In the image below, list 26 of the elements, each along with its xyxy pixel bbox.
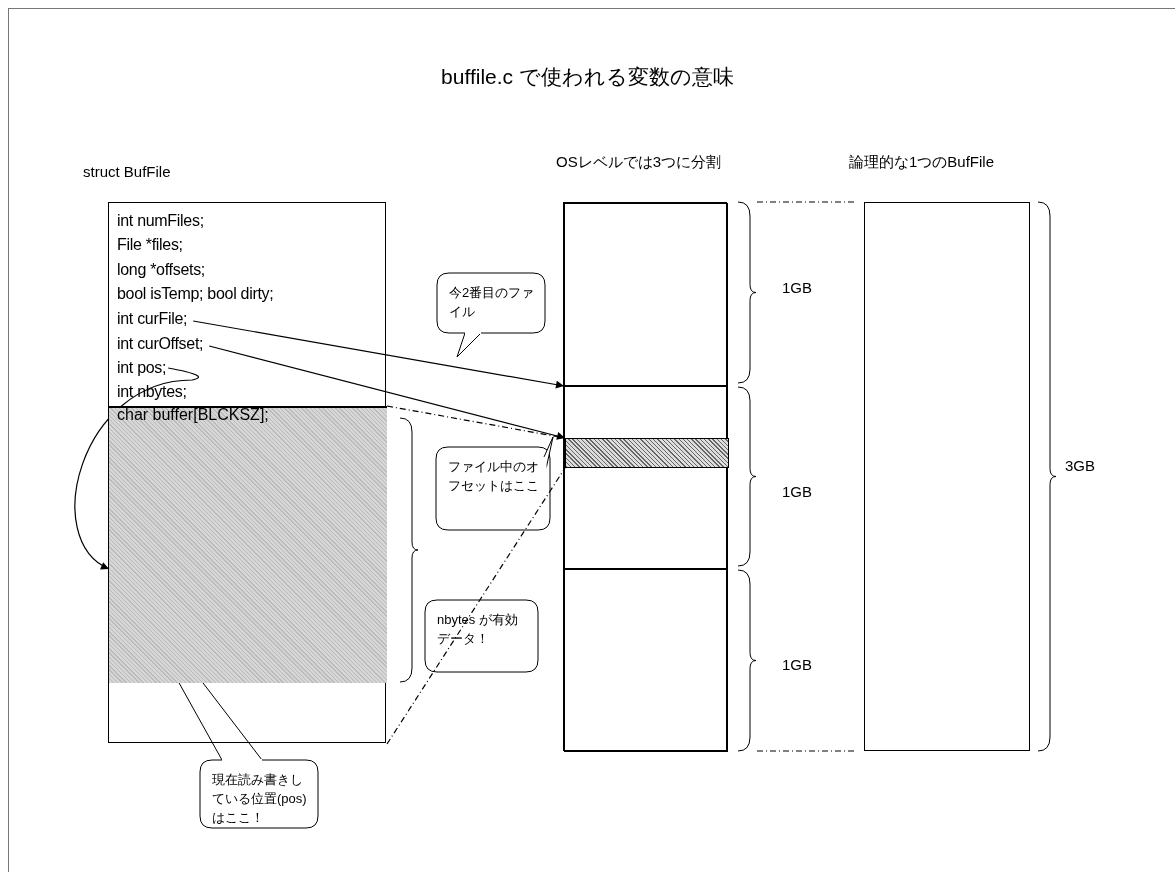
column-heading: OSレベルでは3つに分割 [556,153,721,172]
size-label: 3GB [1065,457,1095,474]
projection-line [386,405,566,439]
code-line: File *files; [117,236,183,258]
size-label: 1GB [782,279,812,296]
callout-text: ファイル中のオフセットはここ [448,458,540,495]
code-line: int numFiles; [117,212,204,234]
arrow [208,345,566,440]
column-heading: 論理的な1つのBufFile [849,153,995,172]
code-line: long *offsets; [117,261,205,283]
size-label: 1GB [782,483,812,500]
diagram-title: buffile.c で使われる変数の意味 [440,64,735,90]
code-line: int curFile; [117,310,188,332]
code-line: int curOffset; [117,335,204,357]
callout-text: nbytes が有効データ！ [437,611,519,648]
arrow [192,320,565,389]
code-line: int pos; [117,359,167,381]
code-line: bool isTemp; bool dirty; [117,285,274,307]
arrow [74,367,199,570]
code-line: int nbytes; [117,383,187,405]
offset-band [565,438,729,468]
callout-text: 今2番目のファイル [449,284,536,321]
column-heading: struct BufFile [83,163,171,180]
code-line: char buffer[BLCKSZ]; [117,406,269,424]
size-label: 1GB [782,656,812,673]
callout-text: 現在読み書きしている位置(pos)はここ！ [212,771,308,827]
